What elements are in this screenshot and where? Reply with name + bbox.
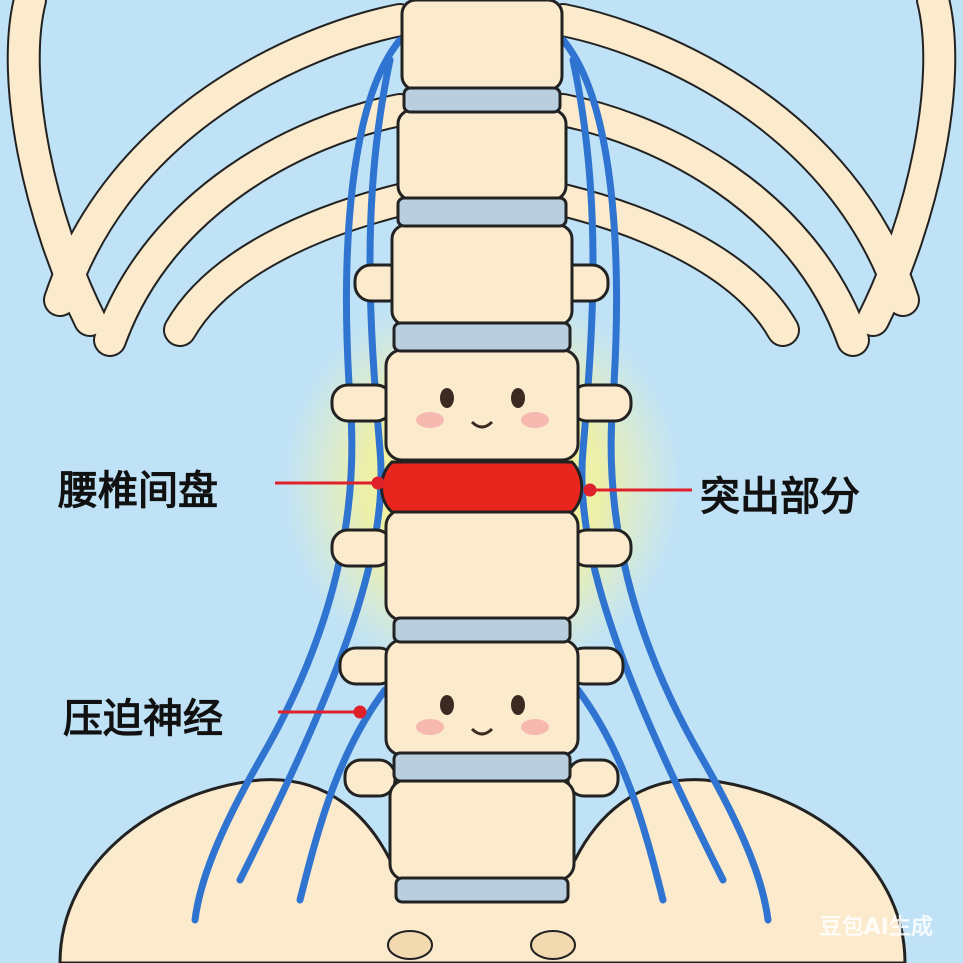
label-compressed-nerve: 压迫神经 (63, 696, 223, 742)
vertebra-face-lower (416, 695, 549, 736)
label-herniated-part: 突出部分 (700, 474, 860, 520)
pointer-lines (275, 476, 692, 719)
herniated-disc (380, 460, 584, 514)
spine (330, 0, 633, 904)
nerves (191, 36, 772, 924)
label-lumbar-disc: 腰椎间盘 (58, 468, 218, 514)
vertebra-face-upper (416, 388, 549, 429)
watermark: 豆包AI生成 (819, 915, 933, 940)
